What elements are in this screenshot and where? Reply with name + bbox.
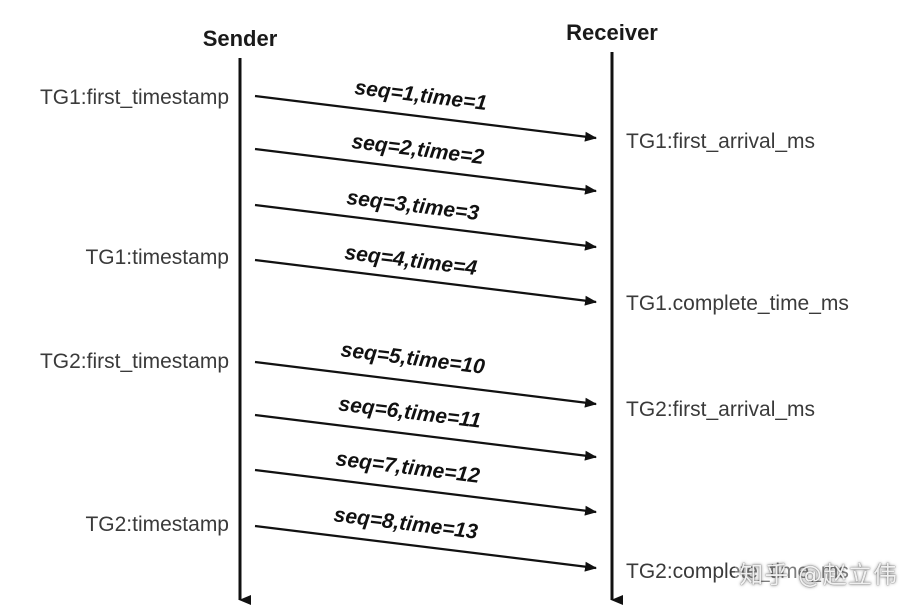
message-label-5: seq=5,time=10 bbox=[340, 338, 487, 379]
message-arrow-5 bbox=[254, 360, 597, 408]
message-arrow-2 bbox=[254, 147, 597, 195]
receiver-title: Receiver bbox=[566, 20, 658, 45]
sender-label-tg1-timestamp: TG1:timestamp bbox=[85, 246, 229, 269]
message-arrow-1 bbox=[254, 94, 597, 142]
sender-label-tg2-first-timestamp: TG2:first_timestamp bbox=[40, 350, 229, 373]
message-arrows bbox=[254, 94, 597, 572]
sender-label-tg1-first-timestamp: TG1:first_timestamp bbox=[40, 86, 229, 109]
message-label-6: seq=6,time=11 bbox=[337, 392, 482, 432]
message-label-1: seq=1,time=1 bbox=[353, 76, 488, 115]
sender-labels: TG1:first_timestamp TG1:timestamp TG2:fi… bbox=[40, 86, 229, 536]
message-arrow-6 bbox=[254, 413, 597, 461]
message-arrow-4 bbox=[254, 258, 597, 306]
receiver-labels: TG1:first_arrival_ms TG1.complete_time_m… bbox=[626, 130, 849, 583]
message-arrow-3 bbox=[254, 203, 597, 251]
message-labels: seq=1,time=1 seq=2,time=2 seq=3,time=3 s… bbox=[333, 76, 489, 544]
message-arrow-7 bbox=[254, 468, 597, 516]
message-arrow-8 bbox=[254, 524, 597, 572]
receiver-label-tg2-complete-time: TG2:complete_time_ms bbox=[626, 560, 849, 583]
receiver-label-tg2-first-arrival: TG2:first_arrival_ms bbox=[626, 398, 815, 421]
watermark-text: 知乎 @赵立伟 bbox=[735, 555, 902, 590]
sender-label-tg2-timestamp: TG2:timestamp bbox=[85, 513, 229, 536]
sender-title: Sender bbox=[203, 26, 278, 51]
receiver-label-tg1-first-arrival: TG1:first_arrival_ms bbox=[626, 130, 815, 153]
receiver-label-tg1-complete-time: TG1.complete_time_ms bbox=[626, 292, 849, 315]
